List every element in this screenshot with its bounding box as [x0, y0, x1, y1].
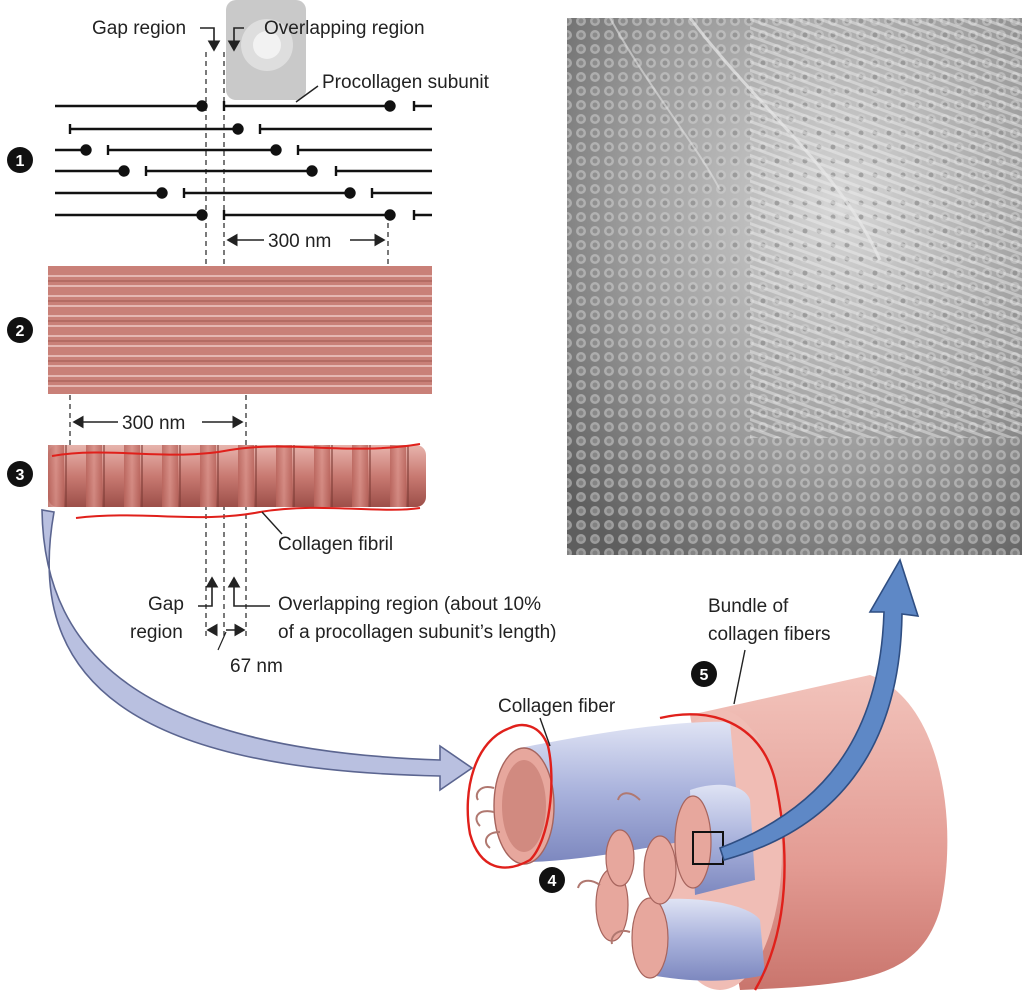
svg-text:3: 3 [16, 467, 25, 484]
svg-text:4: 4 [548, 873, 557, 890]
overlapping-region-label-bottom-1: Overlapping region (about 10% [278, 594, 541, 615]
step-badge-1: 1 [7, 147, 33, 173]
step-badge-4: 4 [539, 867, 565, 893]
overlapping-region-label-bottom-2: of a procollagen subunit’s length) [278, 622, 557, 643]
length-300nm-step3: 300 nm [72, 413, 244, 434]
procollagen-subunits [55, 100, 432, 221]
sem-micrograph [567, 17, 1022, 555]
collagen-fiber-leader [539, 717, 551, 747]
collagen-fibril-label: Collagen fibril [278, 534, 393, 555]
svg-text:67 nm: 67 nm [230, 656, 283, 677]
gap-region-label-bottom-2: region [130, 622, 183, 643]
bundle-to-micrograph-arrow [718, 558, 920, 861]
bundle-leader [733, 649, 746, 705]
fibril-to-fiber-arrow [41, 509, 474, 792]
overlapping-region-pointer [227, 27, 244, 52]
packed-fibril-block [48, 266, 432, 394]
collagen-fibril-leader [261, 511, 283, 535]
collagen-fiber-label: Collagen fiber [498, 696, 616, 717]
bundle-label-1: Bundle of [708, 596, 789, 617]
overlapping-region-label-top: Overlapping region [264, 18, 425, 39]
bundle-label-2: collagen fibers [708, 624, 831, 645]
gap-region-label-bottom-1: Gap [148, 594, 184, 615]
dashed-guides [69, 52, 389, 640]
procollagen-subunit-leader [295, 85, 319, 103]
step-badge-2: 2 [7, 317, 33, 343]
collagen-fibril [48, 443, 426, 519]
svg-text:300 nm: 300 nm [268, 231, 331, 252]
procollagen-subunit-label: Procollagen subunit [322, 72, 490, 93]
svg-text:2: 2 [16, 323, 25, 340]
gap-region-pointer [200, 27, 221, 52]
svg-text:300 nm: 300 nm [122, 413, 185, 434]
overlay-thumbnail [226, 0, 306, 100]
svg-text:5: 5 [700, 667, 709, 684]
gap-region-label-top: Gap region [92, 18, 186, 39]
step-badge-5: 5 [691, 661, 717, 687]
length-300nm-step1: 300 nm [226, 231, 386, 252]
gap-region-pointer-bottom [198, 576, 219, 607]
overlapping-region-pointer-bottom [227, 576, 270, 607]
svg-text:1: 1 [16, 153, 25, 170]
step-badge-3: 3 [7, 461, 33, 487]
period-67nm: 67 nm [206, 623, 283, 677]
